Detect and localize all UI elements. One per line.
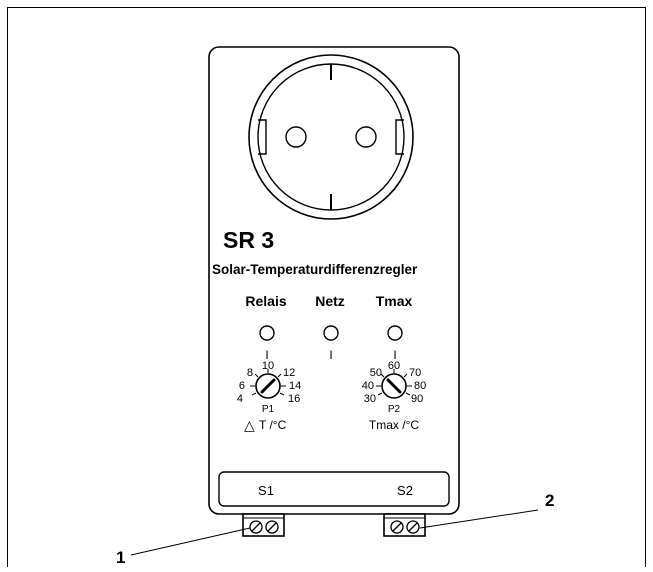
dial-p2-tick-label: 40 bbox=[362, 380, 374, 392]
terminal-label-s2: S2 bbox=[397, 483, 413, 498]
delta-icon: △ bbox=[244, 417, 255, 433]
dial-p2-tick-label: 60 bbox=[388, 360, 400, 372]
screw-icon bbox=[265, 520, 279, 534]
socket-hole-left bbox=[285, 126, 307, 148]
dial-p2[interactable] bbox=[376, 369, 412, 399]
side-notch-right bbox=[395, 119, 404, 155]
dial-p2-tick-label: 80 bbox=[414, 380, 426, 392]
callout-2-leader bbox=[419, 509, 539, 529]
dial-p1-tick-label: 12 bbox=[283, 367, 295, 379]
callout-2: 2 bbox=[545, 491, 554, 510]
socket-rim bbox=[248, 54, 414, 220]
dial-p1-tick-label: 6 bbox=[239, 380, 245, 392]
terminal-block bbox=[218, 471, 450, 507]
screw-icon bbox=[406, 520, 420, 534]
screw-icon bbox=[390, 520, 404, 534]
dial-p1-name: P1 bbox=[262, 404, 275, 415]
callout-1-leader bbox=[130, 527, 251, 556]
screw-terminal-2[interactable] bbox=[383, 513, 426, 537]
led-label-tmax: Tmax bbox=[376, 293, 413, 309]
housing-outline bbox=[208, 46, 460, 515]
led-label-netz: Netz bbox=[315, 293, 345, 309]
screw-icon bbox=[249, 520, 263, 534]
dial-p1-tick-label: 8 bbox=[247, 367, 253, 379]
device-subtitle: Solar-Temperaturdifferenzregler bbox=[212, 262, 418, 277]
power-socket bbox=[248, 54, 414, 220]
dial-p2-tick-label: 30 bbox=[364, 393, 376, 405]
socket-hole-right bbox=[355, 126, 377, 148]
led-label-relais: Relais bbox=[245, 293, 286, 309]
terminal-label-s1: S1 bbox=[258, 483, 274, 498]
dial-p1-tick-label: 10 bbox=[262, 360, 274, 372]
figure-frame bbox=[7, 7, 646, 567]
dial-p1-tick-label: 14 bbox=[289, 380, 301, 392]
dial-p2-tick-label: 70 bbox=[409, 367, 421, 379]
socket-face bbox=[257, 63, 405, 211]
led-tmax bbox=[387, 325, 403, 341]
model-title: SR 3 bbox=[223, 227, 274, 253]
screw-terminal-1[interactable] bbox=[242, 513, 285, 537]
side-notch-left bbox=[258, 119, 267, 155]
led-relais bbox=[259, 325, 275, 341]
dial-p1[interactable] bbox=[250, 369, 286, 399]
dial-p2-caption: Tmax /°C bbox=[369, 418, 419, 432]
dial-p1-pointer bbox=[260, 378, 276, 394]
dial-p1-tick-label: 16 bbox=[288, 393, 300, 405]
dial-p2-tick-label: 50 bbox=[370, 367, 382, 379]
led-mark-tmax: I bbox=[393, 348, 396, 362]
dial-p1-tick-label: 4 bbox=[237, 393, 243, 405]
dial-p2-pointer bbox=[386, 378, 402, 394]
dial-p1-caption: T /°C bbox=[259, 418, 287, 432]
callout-1: 1 bbox=[116, 548, 125, 567]
dial-p2-tick-label: 90 bbox=[411, 393, 423, 405]
led-netz bbox=[323, 325, 339, 341]
led-mark-relais: I bbox=[265, 348, 268, 362]
led-mark-netz: I bbox=[329, 348, 332, 362]
dial-p2-name: P2 bbox=[388, 404, 401, 415]
